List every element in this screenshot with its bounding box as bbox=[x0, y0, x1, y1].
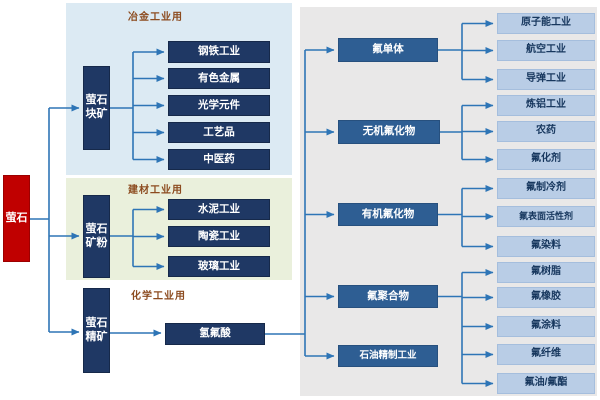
node-handicrafts: 工艺品 bbox=[168, 122, 270, 143]
node-steel-industry: 钢铁工业 bbox=[168, 41, 270, 63]
node-nonferrous-metals: 有色金属 bbox=[168, 68, 270, 89]
node-petroleum-refining-industry: 石油精制工业 bbox=[338, 345, 438, 367]
node-inorganic-fluoride: 无机氟化物 bbox=[338, 120, 440, 144]
node-atomic-energy-industry: 原子能工业 bbox=[497, 13, 595, 34]
node-fluorine-coating: 氟涂料 bbox=[497, 316, 595, 337]
node-aviation-industry: 航空工业 bbox=[497, 40, 595, 61]
fluorite-lump-ore: 萤石 块矿 bbox=[83, 66, 110, 150]
node-fluorinating-agent: 氟化剂 bbox=[497, 149, 595, 170]
chemical-panel bbox=[300, 7, 597, 396]
node-missile-industry: 导弹工业 bbox=[497, 69, 595, 90]
node-glass-industry: 玻璃工业 bbox=[168, 256, 270, 277]
fluorite-root: 萤石 bbox=[3, 175, 30, 262]
metallurgical-use-label: 冶金工业用 bbox=[128, 12, 183, 23]
node-fluoropolymer: 氟聚合物 bbox=[338, 285, 438, 308]
node-optical-components: 光学元件 bbox=[168, 95, 270, 116]
node-hydrofluoric-acid: 氢氟酸 bbox=[165, 323, 265, 345]
fluorite-powder: 萤石 矿粉 bbox=[83, 195, 110, 278]
node-fluorosurfactant: 氟表面活性剂 bbox=[497, 206, 595, 227]
node-aluminum-smelting-industry: 炼铝工业 bbox=[497, 95, 595, 116]
node-organic-fluoride: 有机氟化物 bbox=[338, 203, 438, 226]
chemical-use-label: 化学工业用 bbox=[131, 291, 186, 302]
node-pesticide: 农药 bbox=[497, 121, 595, 142]
building-materials-use-label: 建材工业用 bbox=[128, 185, 183, 196]
node-fluorine-refrigerant: 氟制冷剂 bbox=[497, 178, 595, 199]
node-fluororesin: 氟树脂 bbox=[497, 262, 595, 283]
node-fluorine-dye: 氟染料 bbox=[497, 236, 595, 257]
node-fluorine-fiber: 氟纤维 bbox=[497, 344, 595, 365]
node-fluororubber: 氟橡胶 bbox=[497, 287, 595, 308]
fluorite-concentrate: 萤石 精矿 bbox=[83, 288, 110, 373]
node-ceramics-industry: 陶瓷工业 bbox=[168, 226, 270, 247]
node-fluorine-monomer: 氟单体 bbox=[338, 38, 438, 62]
node-cement-industry: 水泥工业 bbox=[168, 199, 270, 220]
node-traditional-chinese-medicine: 中医药 bbox=[168, 149, 270, 170]
node-fluorine-oil-ester: 氟油/氟酯 bbox=[497, 373, 595, 394]
